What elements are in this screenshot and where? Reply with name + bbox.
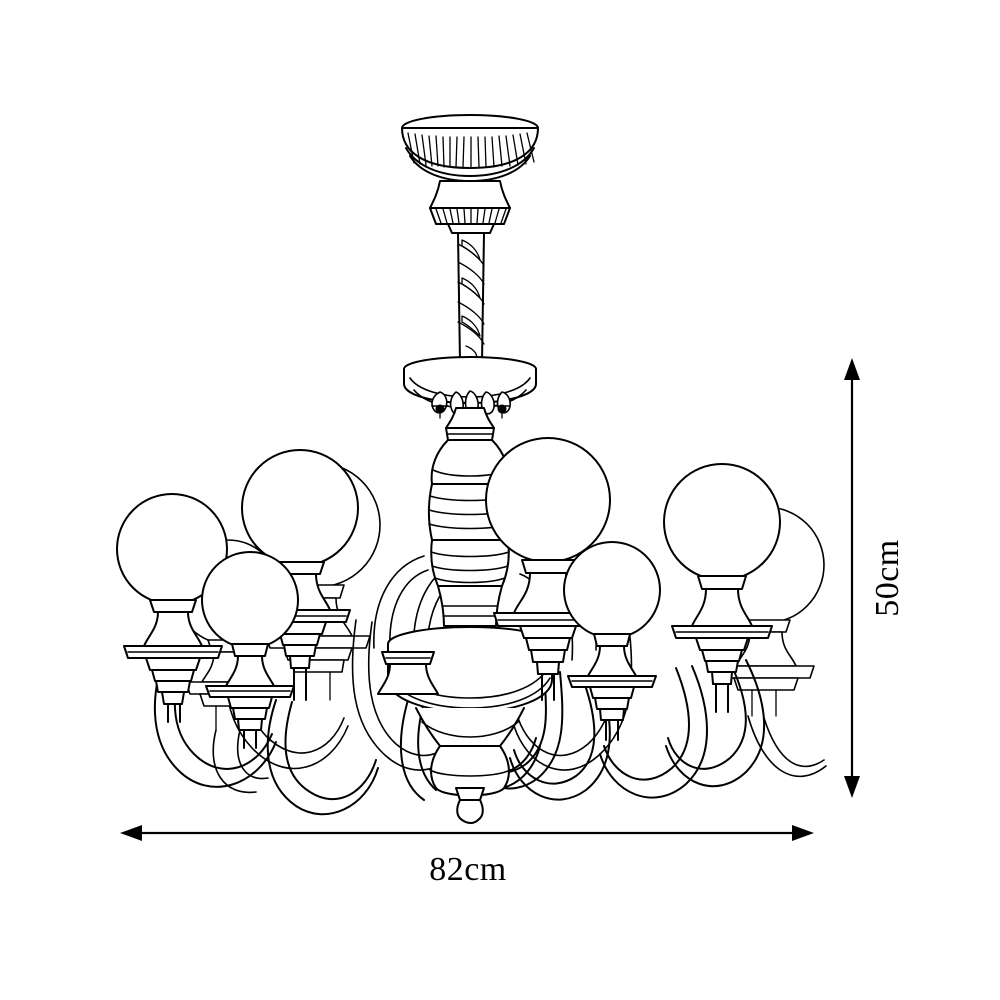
globe-shade	[563, 541, 661, 741]
curved-arm	[212, 729, 269, 794]
curved-arm	[266, 699, 379, 816]
candle-cup	[145, 657, 201, 705]
height-dimension-label: 50cm	[869, 539, 906, 617]
curved-arm	[747, 715, 827, 777]
finial-bead	[493, 404, 511, 419]
ceiling-canopy	[401, 114, 539, 234]
globe-shade	[116, 493, 228, 723]
width-dimension: 82cm	[120, 825, 814, 888]
upper-ornamental-plate	[403, 356, 537, 419]
candle-cup	[519, 625, 577, 675]
candle-cup	[377, 651, 439, 695]
candle-cup	[695, 637, 749, 685]
candle-cup	[227, 696, 273, 731]
bobeche-disc	[205, 685, 295, 698]
height-dimension: 50cm	[844, 358, 906, 798]
candle-cup	[589, 686, 635, 721]
finial-bead	[431, 404, 449, 419]
bobeche-disc	[567, 675, 657, 688]
collar-fluting	[435, 208, 507, 224]
arrow-head-bottom	[844, 776, 860, 798]
bobeche-disc	[123, 645, 223, 659]
column-ribs-lower	[430, 551, 510, 584]
bobeche-disc	[671, 625, 773, 639]
curved-arm	[599, 665, 708, 799]
twisted-rod	[457, 232, 485, 363]
globe-shade	[663, 463, 781, 713]
globe-shade	[201, 551, 299, 749]
curved-arm	[373, 555, 429, 651]
arrow-head-top	[844, 358, 860, 380]
arrow-head-left	[120, 825, 142, 841]
curved-arm	[665, 659, 765, 788]
bottom-drop-finial	[429, 745, 511, 824]
width-dimension-label: 82cm	[429, 851, 507, 888]
arrow-head-right	[792, 825, 814, 841]
